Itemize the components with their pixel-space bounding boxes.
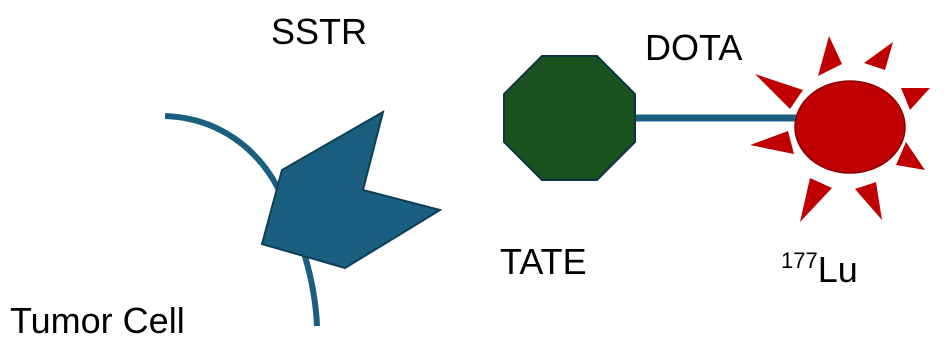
ray-4 — [896, 142, 925, 170]
tate-octagon — [503, 55, 636, 181]
ray-2 — [864, 42, 893, 70]
lu-radiation-rays — [750, 36, 930, 222]
sstr-receptor-shape — [260, 109, 443, 270]
label-isotope-symbol: Lu — [817, 249, 858, 290]
label-tumor-cell: Tumor Cell — [10, 300, 185, 341]
ray-1 — [818, 36, 842, 76]
label-sstr: SSTR — [271, 11, 368, 52]
ray-6 — [800, 178, 832, 222]
ray-7 — [750, 131, 794, 154]
ray-3 — [901, 88, 930, 110]
label-tate: TATE — [500, 241, 587, 282]
ray-8 — [755, 74, 803, 109]
ray-5 — [855, 182, 882, 220]
label-dota: DOTA — [645, 27, 743, 68]
lu-isotope-core — [794, 80, 906, 174]
label-isotope: 177Lu — [781, 249, 858, 290]
label-isotope-mass: 177 — [781, 248, 818, 273]
